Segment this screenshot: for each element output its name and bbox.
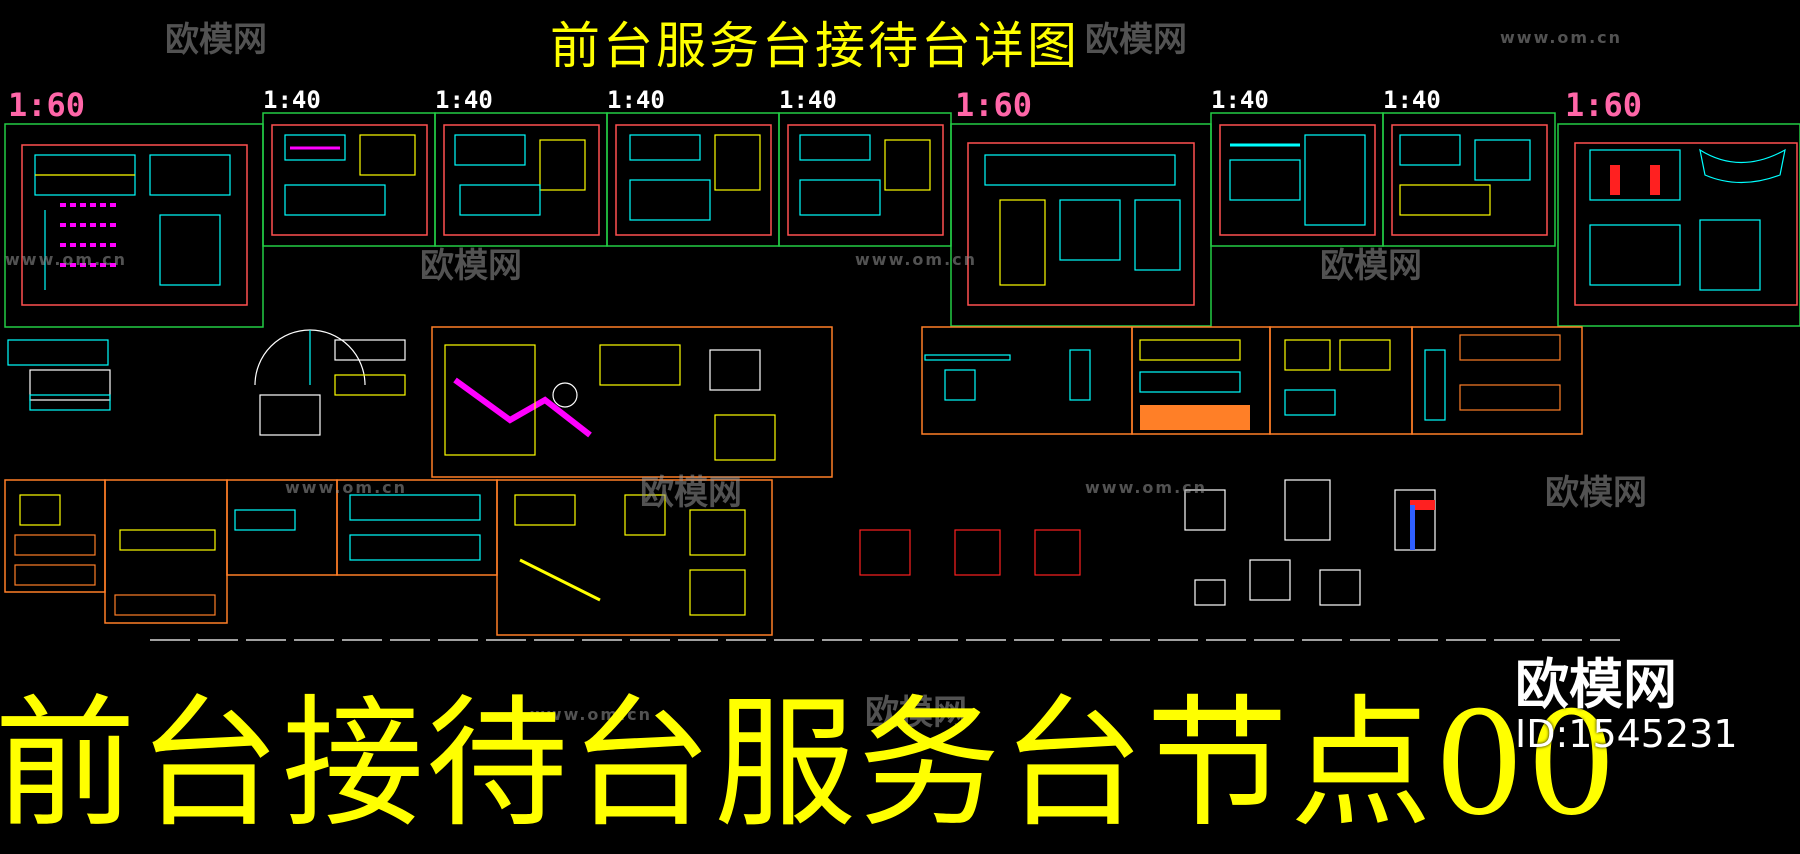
- watermark-url: www.om.cn: [5, 250, 128, 269]
- watermark-url: www.om.cn: [1500, 28, 1623, 47]
- sheet-row-lower: [4, 479, 773, 636]
- scale-label: 1:40: [607, 86, 665, 114]
- scale-label: 1:60: [955, 86, 1033, 124]
- cad-drawing-canvas: [4, 112, 1800, 641]
- drawing-title: 前台服务台接待台详图: [550, 17, 1080, 75]
- watermark-brand: 欧模网: [165, 20, 267, 60]
- scale-label: 1:40: [779, 86, 837, 114]
- scale-label: 1:40: [1383, 86, 1441, 114]
- watermark-brand: 欧模网: [865, 693, 967, 733]
- scale-label: 1:40: [435, 86, 493, 114]
- watermark-brand: 欧模网: [1085, 20, 1187, 60]
- watermark-brand: 欧模网: [640, 473, 742, 513]
- sheet-row-lower-details: [14, 479, 1620, 641]
- model-id: ID:1545231: [1515, 712, 1738, 756]
- brand-logo: 欧模网: [1515, 653, 1677, 716]
- drawing-caption: 前台接待台服务台节点00: [0, 682, 1619, 847]
- sheet-row-top: [4, 112, 1800, 328]
- scale-label: 1:40: [263, 86, 321, 114]
- scale-label: 1:60: [8, 86, 86, 124]
- watermark-url: www.om.cn: [530, 705, 653, 724]
- watermark-brand: 欧模网: [1320, 246, 1422, 286]
- watermark-url: www.om.cn: [285, 478, 408, 497]
- sheet-row-middle-details: [7, 329, 1561, 461]
- watermark-brand: 欧模网: [420, 246, 522, 286]
- sheet-row-middle: [431, 326, 1583, 478]
- watermark-url: www.om.cn: [1085, 478, 1208, 497]
- scale-label: 1:60: [1565, 86, 1643, 124]
- scale-label: 1:40: [1211, 86, 1269, 114]
- sheet-row-top-details: [34, 134, 1786, 291]
- watermark-url: www.om.cn: [855, 250, 978, 269]
- watermark-brand: 欧模网: [1545, 473, 1647, 513]
